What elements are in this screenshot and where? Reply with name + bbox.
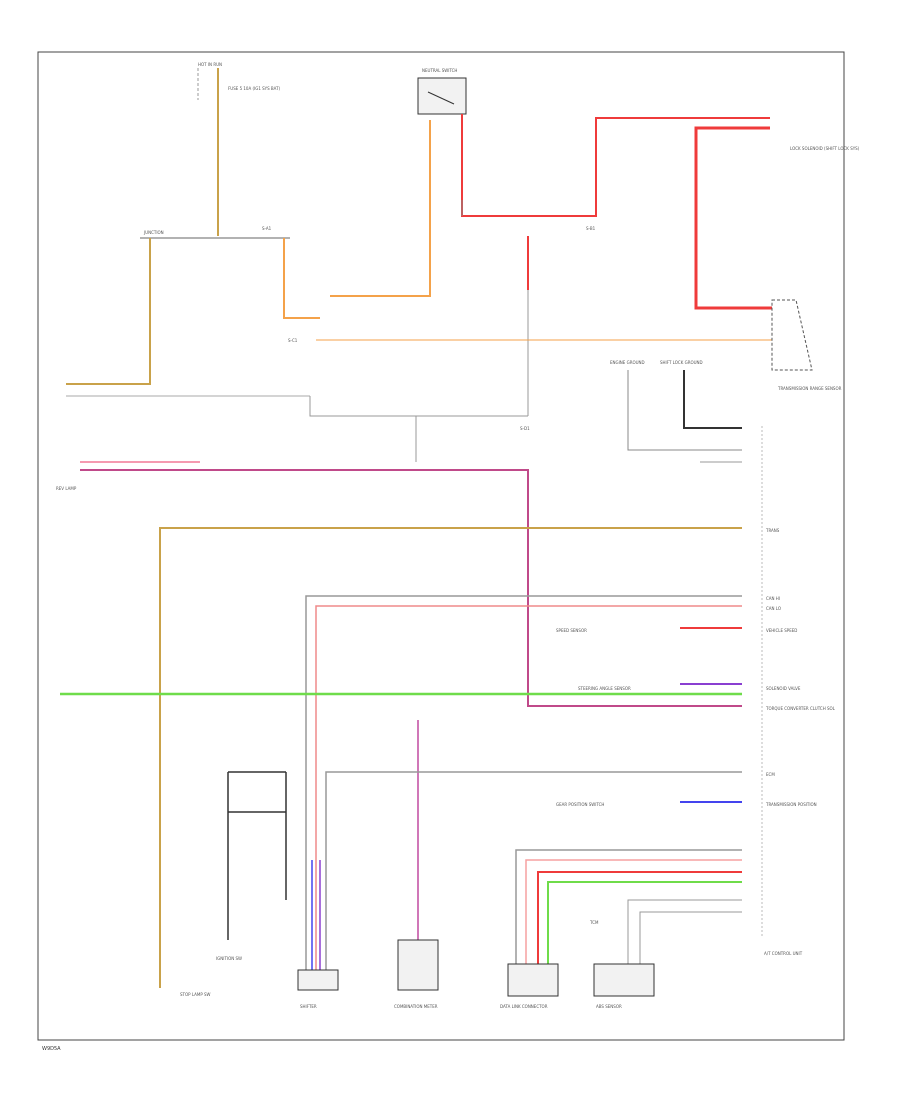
can-hi-label: CAN HI — [766, 596, 780, 601]
combination-meter-box — [397, 939, 439, 991]
junction-top-label: JUNCTION — [143, 230, 164, 235]
data-link-connector-label: DATA LINK CONNECTOR — [500, 1004, 548, 1009]
stop-lamp-sw-label: STOP LAMP SW — [180, 992, 211, 997]
ignition-sw-label: IGNITION SW — [216, 956, 242, 961]
steering-angle-sensor-label: STEERING ANGLE SENSOR — [578, 686, 631, 691]
shifter-connector — [297, 969, 339, 991]
wire-gray-lower — [515, 849, 742, 964]
shifter-label: SHIFTER — [300, 1004, 317, 1009]
transmission-range-sensor-label: TRANSMISSION RANGE SENSOR — [777, 386, 842, 391]
speed-sensor-label: SPEED SENSOR — [556, 628, 587, 633]
wire-pink-lower — [525, 859, 742, 964]
trans-label: TRANS — [765, 528, 780, 533]
wire-gray-abs-1 — [627, 899, 742, 964]
neutral-switch-box — [417, 77, 467, 115]
wire-gray-abs-2 — [639, 911, 742, 964]
solenoid-valve-label: SOLENOID VALVE — [766, 686, 801, 691]
wire-red-lower — [537, 871, 742, 964]
wire-green-lower — [547, 881, 742, 964]
hot-in-run-label: HOT IN RUN — [198, 62, 222, 67]
rev-lamp-label: REV LAMP — [56, 486, 77, 491]
wire-gray-ecm — [325, 771, 742, 970]
wire-tan-left — [66, 238, 151, 385]
wire-gray-pair — [305, 595, 742, 970]
splice-a-label: S-A1 — [262, 226, 272, 231]
diagram-id: W9D5A — [42, 1046, 61, 1052]
lock-solenoid-label: LOCK SOLENOID (SHIFT LOCK SYS) — [790, 146, 860, 151]
diagram-frame — [37, 51, 845, 1041]
wire-orange-to-switch — [330, 120, 431, 297]
splice-b-label: S-B1 — [586, 226, 596, 231]
wire-gray-ground — [627, 370, 742, 451]
wire-red-switch — [461, 114, 770, 217]
shift-lock-ground-label: SHIFT LOCK GROUND — [660, 360, 703, 365]
wire-magenta-loop — [80, 469, 742, 707]
gear-position-switch-label: GEAR POSITION SWITCH — [556, 802, 604, 807]
a-t-control-unit-label: A/T CONTROL UNIT — [764, 951, 803, 956]
abs-sensor-box — [593, 963, 655, 997]
transmission-position-label: TRANSMISSION POSITION — [765, 802, 817, 807]
can-lo-label: CAN LO — [766, 606, 781, 611]
abs-sensor-label: ABS SENSOR — [596, 1004, 622, 1009]
wire-red-loop — [694, 126, 772, 310]
neutral-switch-label: NEUTRAL SWITCH — [422, 68, 457, 73]
combination-meter-label: COMBINATION METER — [394, 1004, 438, 1009]
wire-red-pair — [315, 605, 742, 970]
wire-orange-splice — [283, 238, 320, 319]
torque-converter-label: TORQUE CONVERTER CLUTCH SOL — [765, 706, 836, 711]
engine-ground-label: ENGINE GROUND — [610, 360, 645, 365]
transmission-range-sensor-shape — [771, 299, 813, 371]
splice-c-label: S-C1 — [288, 338, 298, 343]
data-link-connector-box — [507, 963, 559, 997]
neutral-switch-contact — [427, 91, 455, 105]
wire-dark-ground — [683, 370, 742, 429]
vehicle-speed-label: VEHICLE SPEED — [766, 628, 797, 633]
wire-gray-mid — [309, 396, 528, 417]
fuse-label: FUSE 5 10A (IG1 SYS BAT) — [228, 86, 281, 91]
tcm-label: TCM — [589, 920, 599, 925]
splice-d-label: S-D1 — [520, 426, 530, 431]
ecm-label: ECM — [766, 772, 775, 777]
wire-tan-long — [159, 527, 742, 988]
